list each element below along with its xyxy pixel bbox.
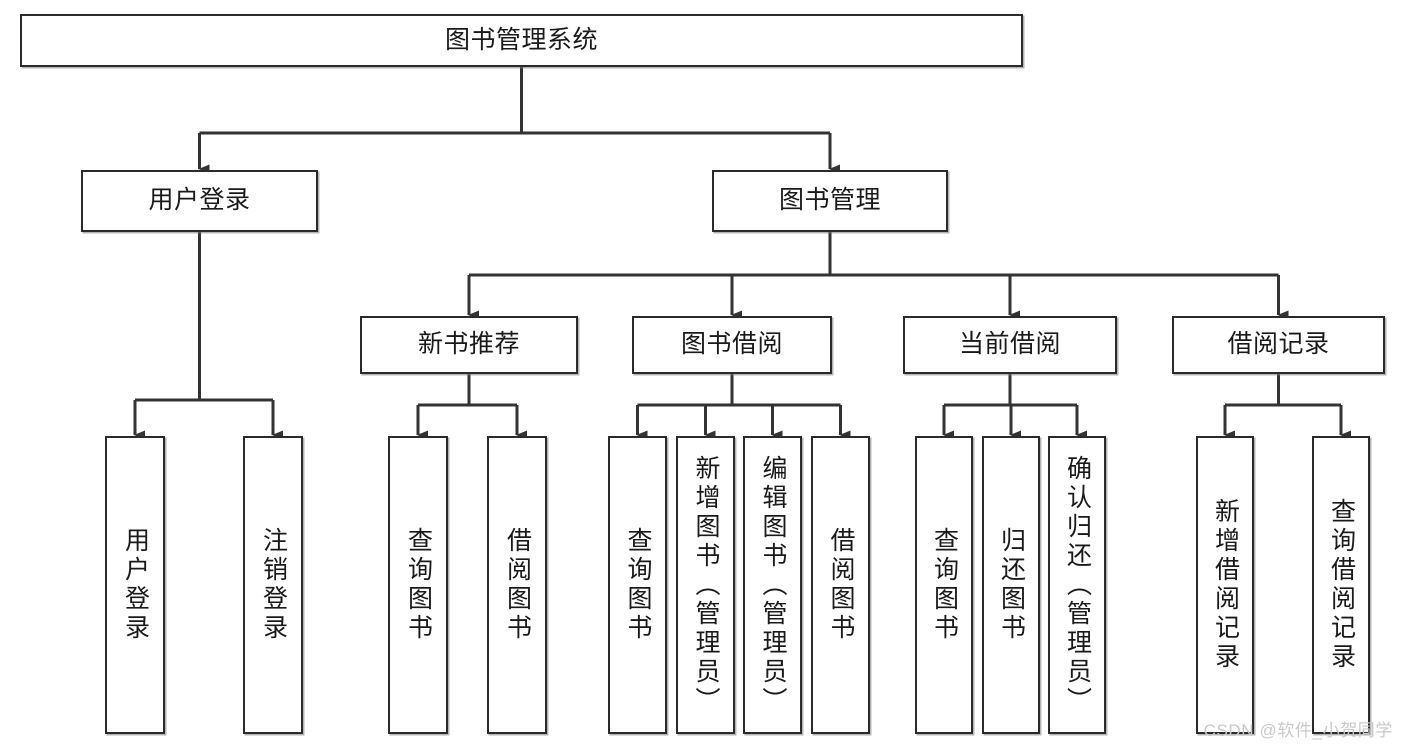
node-leaf-edit-book[interactable]: 编辑图书（管理员）: [743, 436, 802, 734]
node-label: 归还图书: [997, 527, 1026, 643]
node-label: 图书管理: [778, 186, 881, 215]
node-borrow-record[interactable]: 借阅记录: [1172, 316, 1385, 374]
node-label: 借阅图书: [503, 527, 532, 643]
node-label: 新书推荐: [417, 330, 520, 359]
node-current-borrow[interactable]: 当前借阅: [903, 316, 1117, 374]
node-leaf-confirm-return[interactable]: 确认归还（管理员）: [1048, 436, 1106, 734]
node-leaf-query-book-2[interactable]: 查询图书: [608, 436, 667, 734]
node-leaf-return-book[interactable]: 归还图书: [982, 436, 1040, 734]
node-label: 借阅记录: [1227, 330, 1330, 359]
node-book-manage[interactable]: 图书管理: [712, 170, 948, 232]
node-label: 查询图书: [624, 527, 652, 643]
node-label: 查询图书: [404, 527, 433, 643]
node-leaf-query-book-3[interactable]: 查询图书: [915, 436, 973, 734]
node-label: 用户登录: [121, 527, 150, 643]
node-label: 查询借阅记录: [1327, 498, 1356, 672]
node-root[interactable]: 图书管理系统: [20, 14, 1023, 67]
node-label: 新增借阅记录: [1211, 498, 1240, 672]
node-leaf-query-book-1[interactable]: 查询图书: [388, 436, 448, 734]
node-book-borrow[interactable]: 图书借阅: [632, 316, 832, 374]
node-label: 当前借阅: [958, 330, 1061, 359]
node-label: 确认归还（管理员）: [1063, 454, 1092, 716]
node-label: 注销登录: [259, 527, 288, 643]
node-label: 图书借阅: [680, 330, 783, 359]
node-label: 图书管理系统: [444, 25, 598, 54]
node-leaf-borrow-book-1[interactable]: 借阅图书: [487, 436, 547, 734]
watermark-label: CSDN @软件_小贺同学: [1203, 721, 1393, 740]
node-leaf-logout[interactable]: 注销登录: [243, 436, 303, 734]
node-label: 查询图书: [930, 527, 959, 643]
node-leaf-query-record[interactable]: 查询借阅记录: [1312, 436, 1370, 734]
node-new-book-rec[interactable]: 新书推荐: [360, 316, 578, 374]
node-leaf-add-record[interactable]: 新增借阅记录: [1196, 436, 1254, 734]
node-label: 用户登录: [148, 186, 251, 215]
node-leaf-add-book[interactable]: 新增图书（管理员）: [676, 436, 735, 734]
node-label: 编辑图书（管理员）: [759, 454, 787, 716]
connector-group: [133, 67, 1351, 440]
node-label: 借阅图书: [827, 527, 855, 643]
node-label: 新增图书（管理员）: [692, 454, 720, 716]
node-leaf-user-login[interactable]: 用户登录: [105, 436, 165, 734]
node-leaf-borrow-book-2[interactable]: 借阅图书: [811, 436, 870, 734]
node-user-login[interactable]: 用户登录: [81, 170, 318, 232]
